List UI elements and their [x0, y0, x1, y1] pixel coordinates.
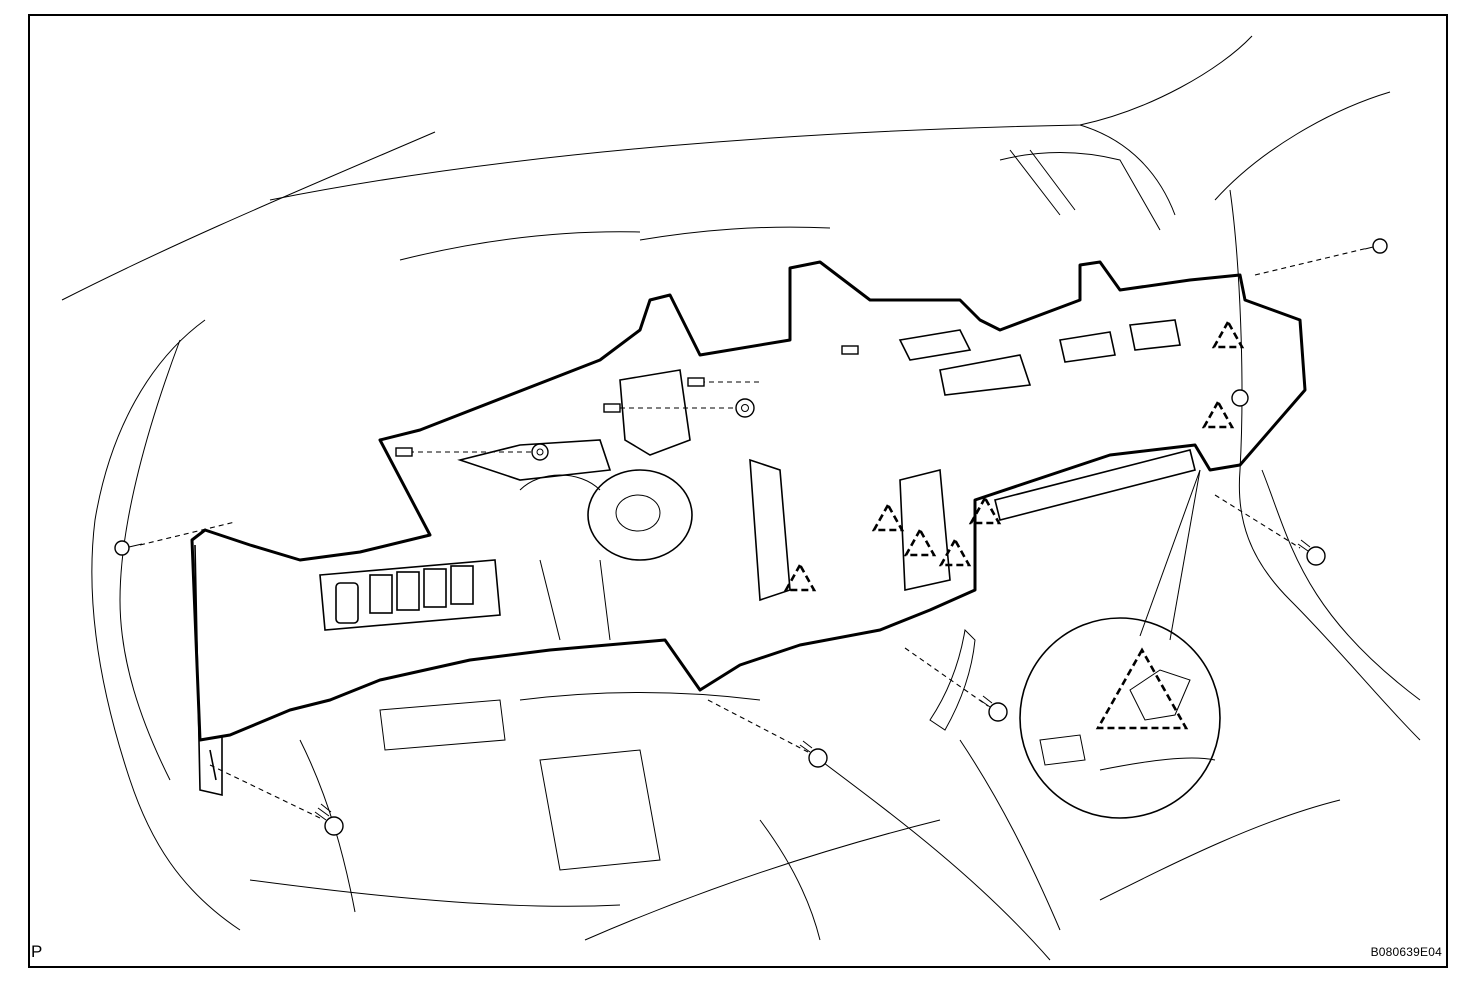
- clip-marker-1: [783, 562, 817, 592]
- clip-marker-2: [871, 502, 905, 532]
- clip-marker-7: [1211, 319, 1245, 349]
- steering-column-area: [519, 469, 693, 641]
- clip-marker-detail: [1095, 647, 1189, 730]
- bolt-lower-left: [314, 803, 344, 836]
- clip-marker-5: [968, 495, 1002, 525]
- figure-code: B080639E04: [1370, 945, 1442, 959]
- stud-bolts: [395, 345, 859, 457]
- detail-callout: [1019, 469, 1221, 819]
- vehicle-body-outline: [61, 35, 1421, 961]
- figure-frame: [28, 14, 1448, 968]
- bolt-right-lower: [1297, 539, 1326, 566]
- bolt-lower-center: [799, 740, 828, 768]
- fastener-leader-lines: [139, 247, 1369, 819]
- clip-marker-4: [938, 537, 972, 567]
- clip-marker-3: [903, 527, 937, 557]
- reinforcement-beam: [190, 260, 1307, 797]
- bolt-right-upper: [1364, 238, 1388, 254]
- bolt-right-bracket: [1231, 389, 1249, 407]
- bolt-left-side: [114, 540, 143, 556]
- clip-marker-6: [1201, 399, 1235, 429]
- bolt-lower-right: [979, 695, 1008, 722]
- nut-center-left: [531, 443, 549, 461]
- switch-panel: [335, 565, 474, 624]
- view-label: P: [31, 942, 43, 961]
- nut-center: [735, 398, 755, 418]
- clip-markers: [783, 319, 1245, 592]
